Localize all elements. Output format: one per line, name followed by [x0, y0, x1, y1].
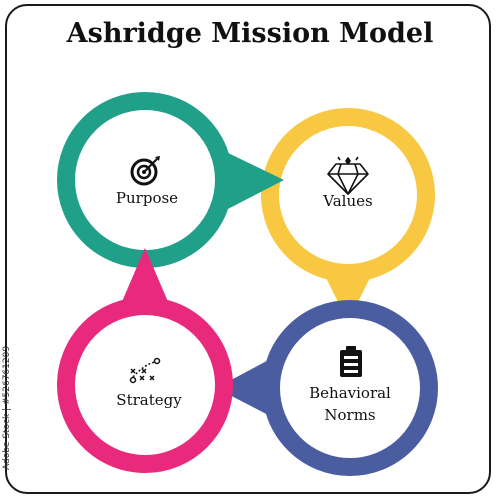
play-strategy-icon — [129, 357, 161, 384]
values-label: Values — [322, 192, 372, 210]
frame-border — [5, 4, 491, 494]
purpose-node: Purpose — [57, 92, 284, 268]
strategy-label: Strategy — [116, 391, 182, 409]
diagram-title: Ashridge Mission Model — [66, 18, 434, 49]
values-ring — [261, 108, 435, 282]
clipboard-checklist-icon — [340, 346, 362, 377]
behavioral-norms-node: Behavioral Norms — [216, 300, 438, 476]
behavioral-norms-pointer — [216, 355, 278, 420]
behavioral-norms-ring — [262, 300, 438, 476]
target-icon — [130, 156, 160, 186]
behavioral-norms-label-line2: Norms — [324, 406, 375, 424]
purpose-ring — [57, 92, 233, 268]
behavioral-norms-label-line1: Behavioral — [309, 384, 391, 402]
purpose-pointer — [222, 150, 284, 212]
strategy-ring — [57, 297, 233, 473]
diamond-icon — [327, 156, 369, 195]
stock-id-watermark: Adobe Stock | #526761209 — [2, 345, 12, 470]
purpose-label: Purpose — [116, 189, 178, 207]
strategy-node: Strategy — [57, 248, 233, 473]
values-node: Values — [261, 108, 435, 322]
